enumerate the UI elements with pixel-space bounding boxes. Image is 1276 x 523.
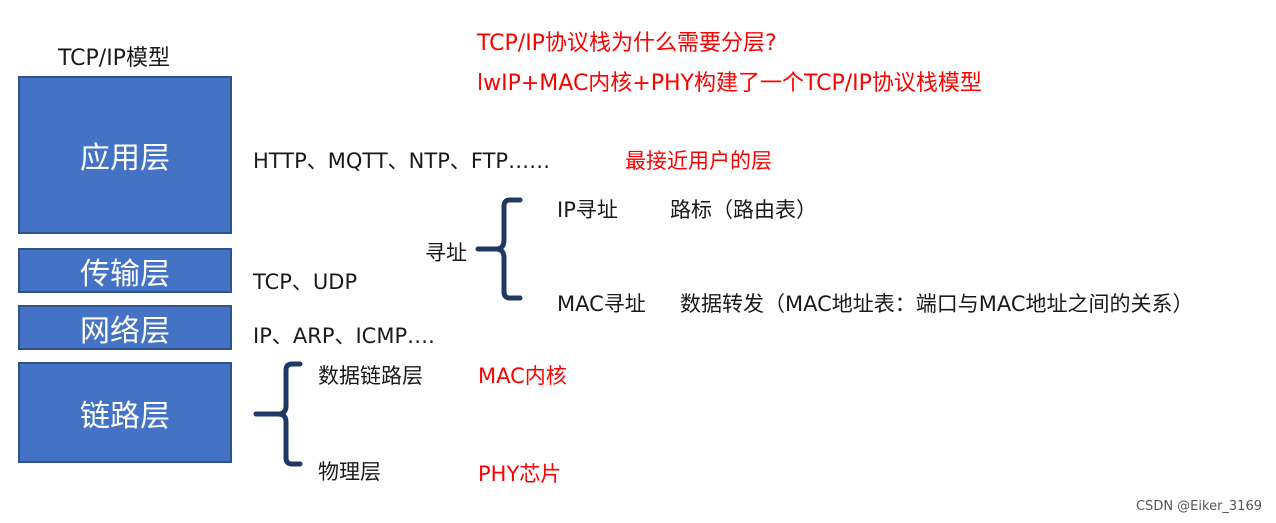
application-protocols: HTTP、MQTT、NTP、FTP…… [253,149,551,173]
layer-application-label: 应用层 [80,141,170,176]
transport-protocols: TCP、UDP [253,270,358,294]
link-brace-icon [253,361,303,467]
mac-addressing-label: MAC寻址 [557,292,646,316]
layer-network-label: 网络层 [80,313,170,349]
layer-link: 链路层 [18,362,232,463]
model-title: TCP/IP模型 [58,46,170,71]
layer-transport: 传输层 [18,248,232,293]
footer-watermark: CSDN @Eiker_3169 [1135,499,1262,514]
layer-application: 应用层 [18,76,232,234]
question-why-layered: TCP/IP协议栈为什么需要分层? [477,31,777,56]
layer-network: 网络层 [18,305,232,350]
datalink-sublayer-label: 数据链路层 [318,364,423,388]
physical-sublayer-label: 物理层 [318,460,381,484]
addressing-brace-icon [475,197,523,301]
physical-impl: PHY芯片 [478,462,562,486]
addressing-label: 寻址 [425,241,467,265]
ip-addressing-label: IP寻址 [557,198,618,222]
layer-link-label: 链路层 [80,398,170,434]
network-protocols: IP、ARP、ICMP…. [253,324,435,348]
ip-addressing-desc: 路标（路由表） [670,198,817,222]
datalink-impl: MAC内核 [478,364,567,388]
application-note: 最接近用户的层 [625,149,772,173]
question-stack-model: lwIP+MAC内核+PHY构建了一个TCP/IP协议栈模型 [477,71,982,96]
layer-transport-label: 传输层 [80,256,170,292]
mac-addressing-desc: 数据转发（MAC地址表：端口与MAC地址之间的关系） [680,292,1194,316]
